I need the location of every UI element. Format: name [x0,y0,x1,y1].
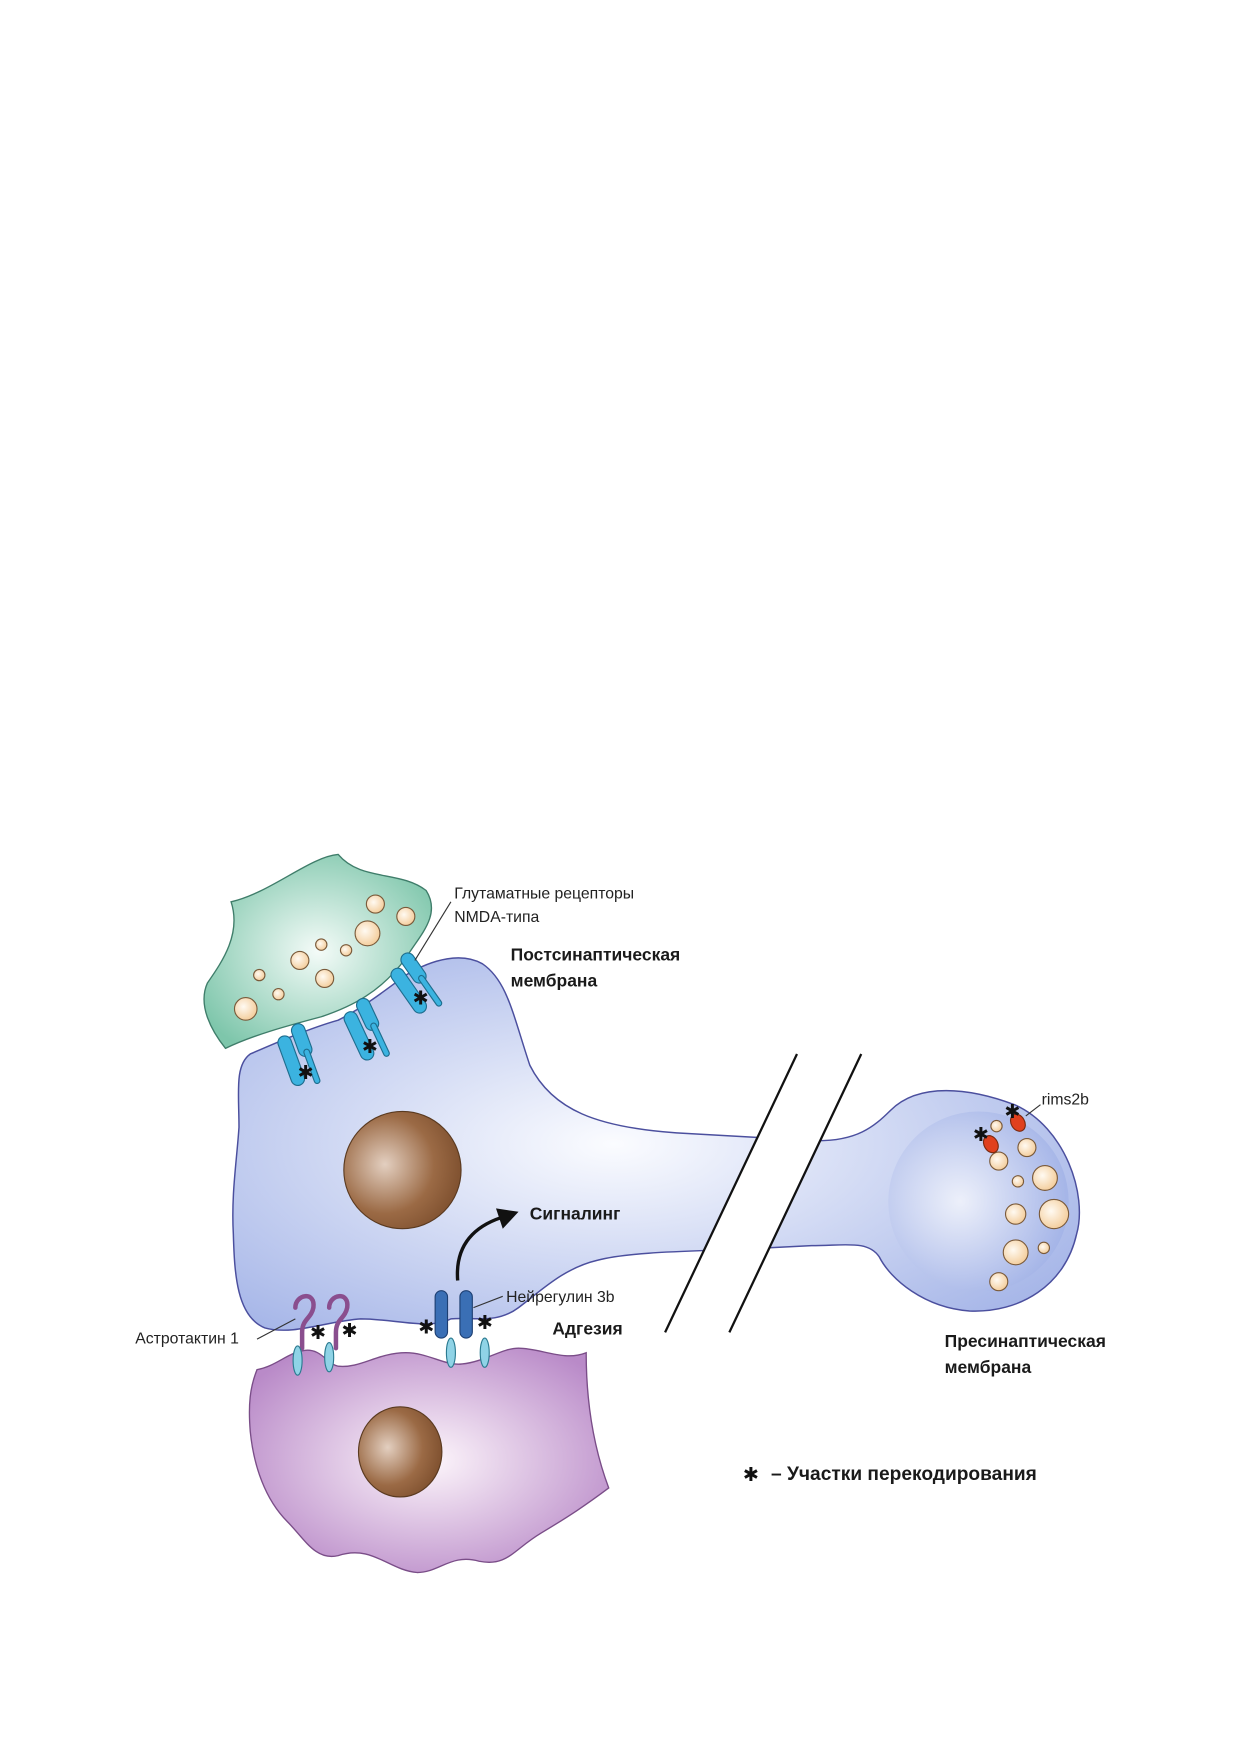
signaling-arrow [455,1215,503,1281]
nmda-leader-line [414,901,452,961]
editing-site-star: ✱ [413,986,429,1009]
editing-site-star: ✱ [310,1321,326,1344]
astrotactin-leader-line [256,1318,296,1340]
presynaptic-label-line1: Пресинаптическая [945,1331,1106,1351]
editing-site-star: ✱ [418,1316,434,1339]
green-cell-vesicles [233,894,416,1021]
signaling-arrowhead [496,1208,519,1229]
neuregulin-leader-line [473,1295,503,1309]
adhesion-label: Адгезия [552,1319,622,1339]
editing-site-star: ✱ [973,1123,989,1146]
astrotactin-proteins [293,1293,350,1351]
nmda-label-line1: Глутаматные рецепторы [454,885,634,902]
nmda-receptors [277,952,443,1087]
break-line-right [728,1053,863,1333]
rims2b-protein [982,1113,1026,1154]
postsynaptic-label-line2: мембрана [511,970,598,990]
rims2b-label: rims2b [1042,1092,1090,1109]
editing-site-star: ✱ [362,1035,378,1058]
purple-cell-fade [563,1341,632,1567]
legend-star-icon: ✱ [743,1463,759,1486]
astrotactin-label: Астротактин 1 [135,1331,239,1348]
editing-site-star: ✱ [477,1311,493,1334]
adhesion-partner-proteins [292,1337,490,1376]
axon-break-gap [665,1053,862,1333]
rims-leader-line [1025,1104,1041,1117]
postsynaptic-label-line1: Постсинаптическая [511,944,681,964]
break-line-left [664,1053,798,1333]
neuregulin-label: Нейрегулин 3b [506,1289,615,1306]
postsynaptic-neuron [232,957,1081,1331]
neuron-nucleus [343,1110,462,1230]
presynaptic-label-line2: мембрана [945,1357,1032,1377]
neuregulin-proteins [434,1290,473,1339]
nmda-label-line2: NMDA-типа [454,909,539,926]
editing-site-star: ✱ [298,1061,314,1084]
legend-text: – Участки перекодирования [771,1464,1037,1485]
signaling-label: Сигналинг [530,1204,621,1224]
editing-site-star: ✱ [342,1319,358,1342]
bouton-vesicles [989,1119,1070,1292]
purple-cell-nucleus [357,1406,443,1498]
editing-site-star: ✱ [1004,1100,1020,1123]
